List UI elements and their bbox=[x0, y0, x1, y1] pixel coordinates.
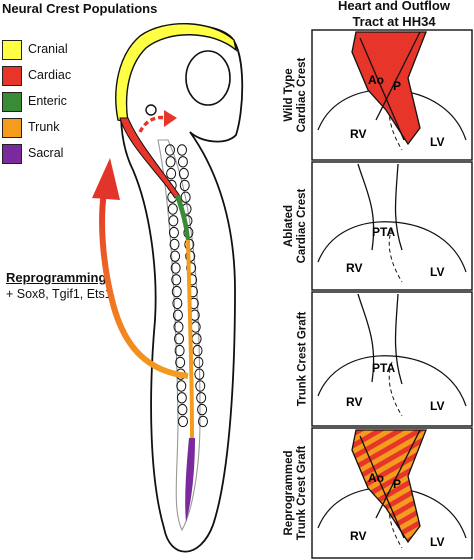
label-lv-2: LV bbox=[430, 265, 444, 279]
label-rv-4: RV bbox=[350, 529, 366, 543]
label-lv-4: LV bbox=[430, 535, 444, 549]
somite bbox=[174, 344, 185, 357]
legend-item-cranial: Cranial bbox=[0, 40, 110, 60]
panel-wild-type: Ao P RV LV bbox=[311, 29, 473, 161]
panel-trunk-graft: PTA RV LV bbox=[311, 291, 473, 427]
somite bbox=[169, 238, 180, 251]
legend-item-sacral: Sacral bbox=[0, 144, 110, 164]
label-lv-1: LV bbox=[430, 135, 444, 149]
panel-label-ablated-line1: Ablated bbox=[283, 204, 295, 248]
somite bbox=[171, 274, 182, 286]
enteric-crest bbox=[175, 195, 190, 240]
reprogramming-arrow bbox=[99, 191, 189, 379]
legend-label-cranial: Cranial bbox=[28, 42, 68, 56]
panel-label-reprogrammed-line2: Trunk Crest Graft bbox=[296, 445, 308, 541]
panel-label-wild-type-line2: Cardiac Crest bbox=[296, 57, 308, 133]
somite bbox=[178, 167, 189, 180]
panel-label-wild-type-line1: Wild Type bbox=[283, 68, 295, 122]
somite bbox=[176, 392, 187, 404]
label-p-4: P bbox=[393, 477, 401, 491]
trunk-crest bbox=[186, 240, 194, 438]
trunk-swatch bbox=[2, 118, 22, 138]
legend-item-enteric: Enteric bbox=[0, 92, 110, 112]
legend-item-trunk: Trunk bbox=[0, 118, 110, 138]
panel-label-trunk-graft: Trunk Crest Graft bbox=[297, 312, 310, 407]
sacral-swatch bbox=[2, 144, 22, 164]
legend-item-cardiac: Cardiac bbox=[0, 66, 110, 86]
right-title-line2: Tract at HH34 bbox=[352, 14, 436, 29]
label-ao-4: Ao bbox=[368, 471, 384, 485]
migration-arrow-dashed bbox=[138, 115, 167, 133]
outflow-tract-red bbox=[351, 31, 427, 146]
somite bbox=[174, 333, 185, 345]
somite bbox=[180, 191, 191, 203]
reprogramming-arrowhead bbox=[92, 158, 120, 200]
somite bbox=[168, 215, 179, 227]
somite bbox=[177, 156, 188, 168]
somite bbox=[166, 167, 177, 180]
somite bbox=[186, 262, 197, 274]
label-pta-2: PTA bbox=[372, 225, 395, 239]
somite bbox=[168, 226, 179, 239]
somite bbox=[179, 179, 190, 192]
reprogramming-factors: + Sox8, Tgif1, Ets1 bbox=[6, 287, 112, 301]
otic-vesicle bbox=[145, 104, 157, 116]
somite bbox=[194, 368, 205, 380]
somite bbox=[167, 203, 178, 215]
somite bbox=[195, 380, 206, 392]
somite bbox=[193, 356, 204, 369]
neural-tube-outline bbox=[157, 139, 201, 532]
cardiac-swatch bbox=[2, 66, 22, 86]
cranial-swatch bbox=[2, 40, 22, 60]
somite bbox=[196, 392, 207, 404]
label-ao-1: Ao bbox=[368, 73, 384, 87]
somite bbox=[175, 356, 186, 369]
somite bbox=[178, 415, 188, 428]
somite bbox=[170, 262, 181, 274]
somite bbox=[165, 156, 176, 168]
legend-label-cardiac: Cardiac bbox=[28, 68, 72, 82]
panel-label-trunk-graft-line2: Trunk Crest Graft bbox=[296, 311, 309, 407]
label-rv-1: RV bbox=[350, 127, 366, 141]
label-rv-2: RV bbox=[346, 261, 362, 275]
somite bbox=[170, 250, 181, 262]
panel-ablated: PTA RV LV bbox=[311, 161, 473, 291]
somite bbox=[192, 344, 203, 357]
label-pta-3: PTA bbox=[372, 361, 395, 375]
label-rv-3: RV bbox=[346, 395, 362, 409]
somite bbox=[198, 415, 208, 428]
panel-reprogrammed: Ao P RV LV bbox=[311, 427, 473, 559]
legend-label-sacral: Sacral bbox=[28, 146, 64, 160]
somite bbox=[165, 144, 175, 156]
somite bbox=[172, 309, 183, 321]
migration-arrowhead bbox=[164, 110, 177, 127]
panel-label-wild-type: Wild Type Cardiac Crest bbox=[283, 58, 309, 133]
panel-label-reprogrammed-line1: Reprogrammed bbox=[283, 450, 295, 536]
legend-label-enteric: Enteric bbox=[28, 94, 67, 108]
somite bbox=[177, 144, 187, 156]
left-title: Neural Crest Populations bbox=[2, 1, 158, 16]
sacral-crest bbox=[185, 438, 195, 522]
cranial-crest bbox=[115, 22, 238, 123]
panel-label-ablated-line2: Cardiac Crest bbox=[296, 188, 308, 264]
panel-label-reprogrammed: Reprogrammed Trunk Crest Graft bbox=[283, 446, 309, 541]
label-p-1: P bbox=[393, 79, 401, 93]
label-lv-3: LV bbox=[430, 399, 444, 413]
somite bbox=[173, 321, 184, 333]
panel-label-ablated: Ablated Cardiac Crest bbox=[283, 189, 309, 264]
somite bbox=[197, 403, 208, 416]
somite bbox=[176, 380, 187, 392]
reprogramming-title: Reprogramming bbox=[6, 270, 107, 285]
right-title-line1: Heart and Outflow bbox=[338, 0, 450, 13]
somite bbox=[171, 285, 182, 298]
outflow-tract-striped bbox=[351, 429, 427, 544]
somite bbox=[177, 403, 188, 416]
eye-outline bbox=[185, 50, 231, 106]
legend-label-trunk: Trunk bbox=[28, 120, 60, 134]
enteric-swatch bbox=[2, 92, 22, 112]
somite bbox=[172, 297, 183, 310]
